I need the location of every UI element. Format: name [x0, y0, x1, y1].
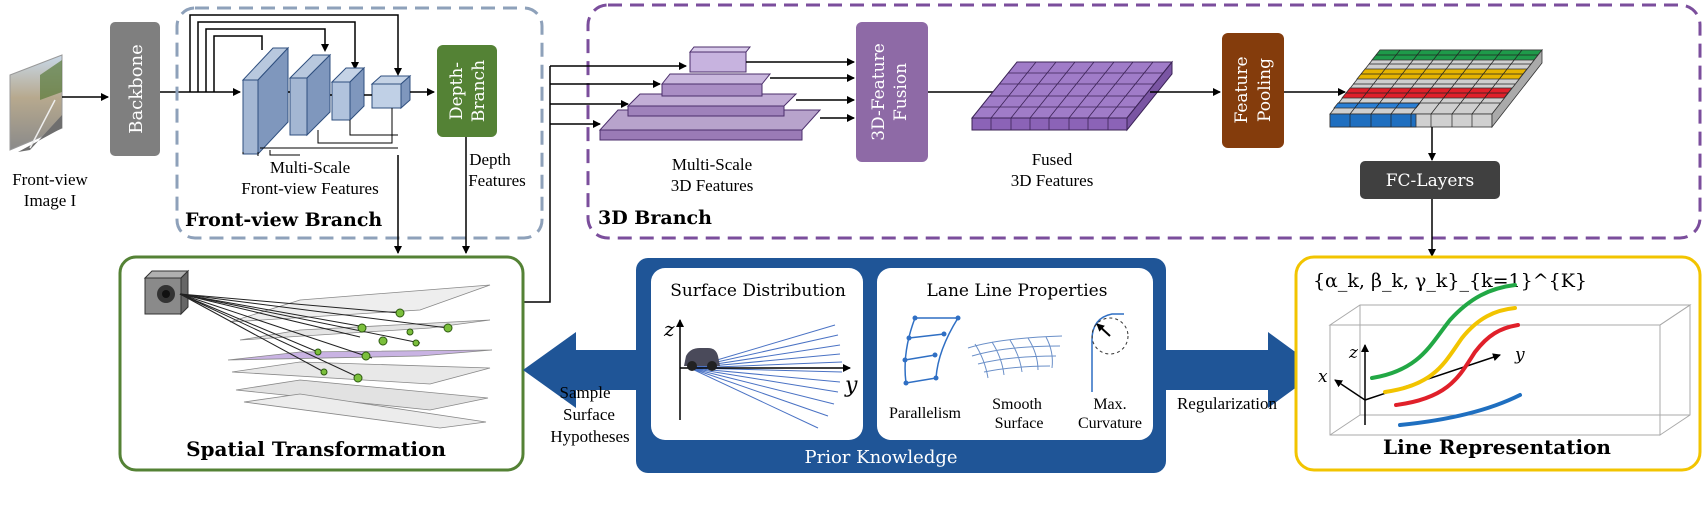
spatial-to-3d-connector: [523, 66, 551, 303]
smooth-surface-mesh: [967, 335, 1063, 379]
3d-branch-box: [586, 3, 1702, 240]
line-rep-z-label: z: [1348, 343, 1359, 363]
line-rep-formula: {α_k, β_k, γ_k}_{k=1}^{K}: [1313, 270, 1587, 292]
camera-icon: [143, 269, 190, 316]
pooling-label-2: Pooling: [1255, 58, 1275, 122]
surface-distribution-panel: [651, 268, 863, 440]
3d-feature-fusion-box: [856, 22, 928, 162]
lane-properties-title: Lane Line Properties: [927, 281, 1108, 301]
max-curvature-illustration: [1091, 313, 1129, 392]
fv-feature-block-2: [288, 53, 332, 137]
3d-multiscale-label-2: 3D Features: [671, 176, 754, 195]
curvature-label-1: Max.: [1093, 396, 1126, 413]
front-view-branch-title: Front-view Branch: [185, 209, 382, 231]
fusion-label-2: Fusion: [891, 63, 911, 121]
depth-branch-label-2: Branch: [469, 60, 489, 122]
depth-features-label-1: Depth: [469, 150, 511, 169]
surface-y-label: y: [844, 373, 858, 398]
3d-feature-slab-2: [660, 73, 772, 97]
3d-feature-slab-1: [688, 46, 752, 73]
3d-feature-slab-3: [626, 93, 798, 117]
lane-curves: [1370, 283, 1522, 427]
line-representation-box: [1294, 255, 1702, 472]
sample-label-3: Hypotheses: [550, 427, 629, 446]
fused-3d-features-grid: [970, 60, 1174, 132]
spatial-transformation-title: Spatial Transformation: [186, 437, 446, 461]
backbone-box: [110, 22, 160, 156]
front-view-label-1: Front-view: [12, 170, 88, 189]
arrows-to-fusion: [746, 58, 855, 122]
fv-skip-connections: [189, 14, 399, 92]
line-representation-title: Line Representation: [1383, 435, 1611, 459]
fusion-label-1: 3D-Feature: [869, 43, 889, 141]
curvature-label-2: Curvature: [1078, 415, 1142, 432]
fv-feature-block-1: [241, 46, 290, 156]
3d-branch-title: 3D Branch: [598, 207, 712, 229]
fv-features-label-2: Front-view Features: [241, 179, 378, 198]
front-view-image: [9, 54, 63, 152]
front-view-label-2: Image I: [24, 191, 77, 210]
fc-layers-label: FC-Layers: [1386, 171, 1475, 191]
sample-label-2: Surface: [563, 405, 615, 424]
arrow-prior-to-spatial: [523, 332, 640, 408]
front-view-branch-box: [175, 6, 544, 240]
lane-properties-panel: [877, 268, 1153, 440]
backbone-label: Backbone: [126, 44, 147, 134]
fv-bottom-connectors: [242, 108, 398, 156]
pooled-feature-grid: [1329, 48, 1543, 129]
regularization-label: Regularization: [1177, 394, 1278, 413]
fc-layers-box: [1360, 161, 1500, 199]
depth-branch-label-1: Depth-: [447, 62, 467, 120]
surface-z-label: z: [663, 317, 675, 341]
fv-skip-arrowheads: [321, 44, 402, 76]
car-icon: [684, 348, 720, 371]
fv-block-arrows: [288, 91, 372, 96]
fv-feature-block-3: [330, 66, 366, 122]
parallelism-points: [902, 315, 961, 386]
depth-features-label-2: Features: [468, 171, 526, 190]
parallelism-illustration: [904, 317, 959, 384]
surface-distribution-title: Surface Distribution: [670, 281, 846, 301]
smooth-label-2: Surface: [995, 415, 1044, 432]
fv-features-label-1: Multi-Scale: [270, 158, 350, 177]
line-rep-x-label: x: [1318, 367, 1328, 387]
parallelism-label: Parallelism: [889, 405, 962, 422]
fused-label-2: 3D Features: [1011, 171, 1094, 190]
3d-multiscale-label-1: Multi-Scale: [672, 155, 752, 174]
intersection-points: [314, 308, 453, 383]
arrow-prior-to-line-rep: [1162, 332, 1320, 408]
smooth-label-1: Smooth: [992, 396, 1042, 413]
line-rep-y-label: y: [1514, 345, 1525, 365]
feature-pooling-box: [1222, 33, 1284, 148]
pooling-label-1: Feature: [1232, 56, 1252, 123]
camera-rays: [179, 293, 449, 379]
prior-knowledge-title: Prior Knowledge: [804, 447, 957, 468]
depth-branch-box: [437, 45, 497, 137]
sample-label-1: Sample: [560, 383, 611, 402]
fv-feature-block-4: [370, 74, 412, 110]
fused-label-1: Fused: [1032, 150, 1073, 169]
